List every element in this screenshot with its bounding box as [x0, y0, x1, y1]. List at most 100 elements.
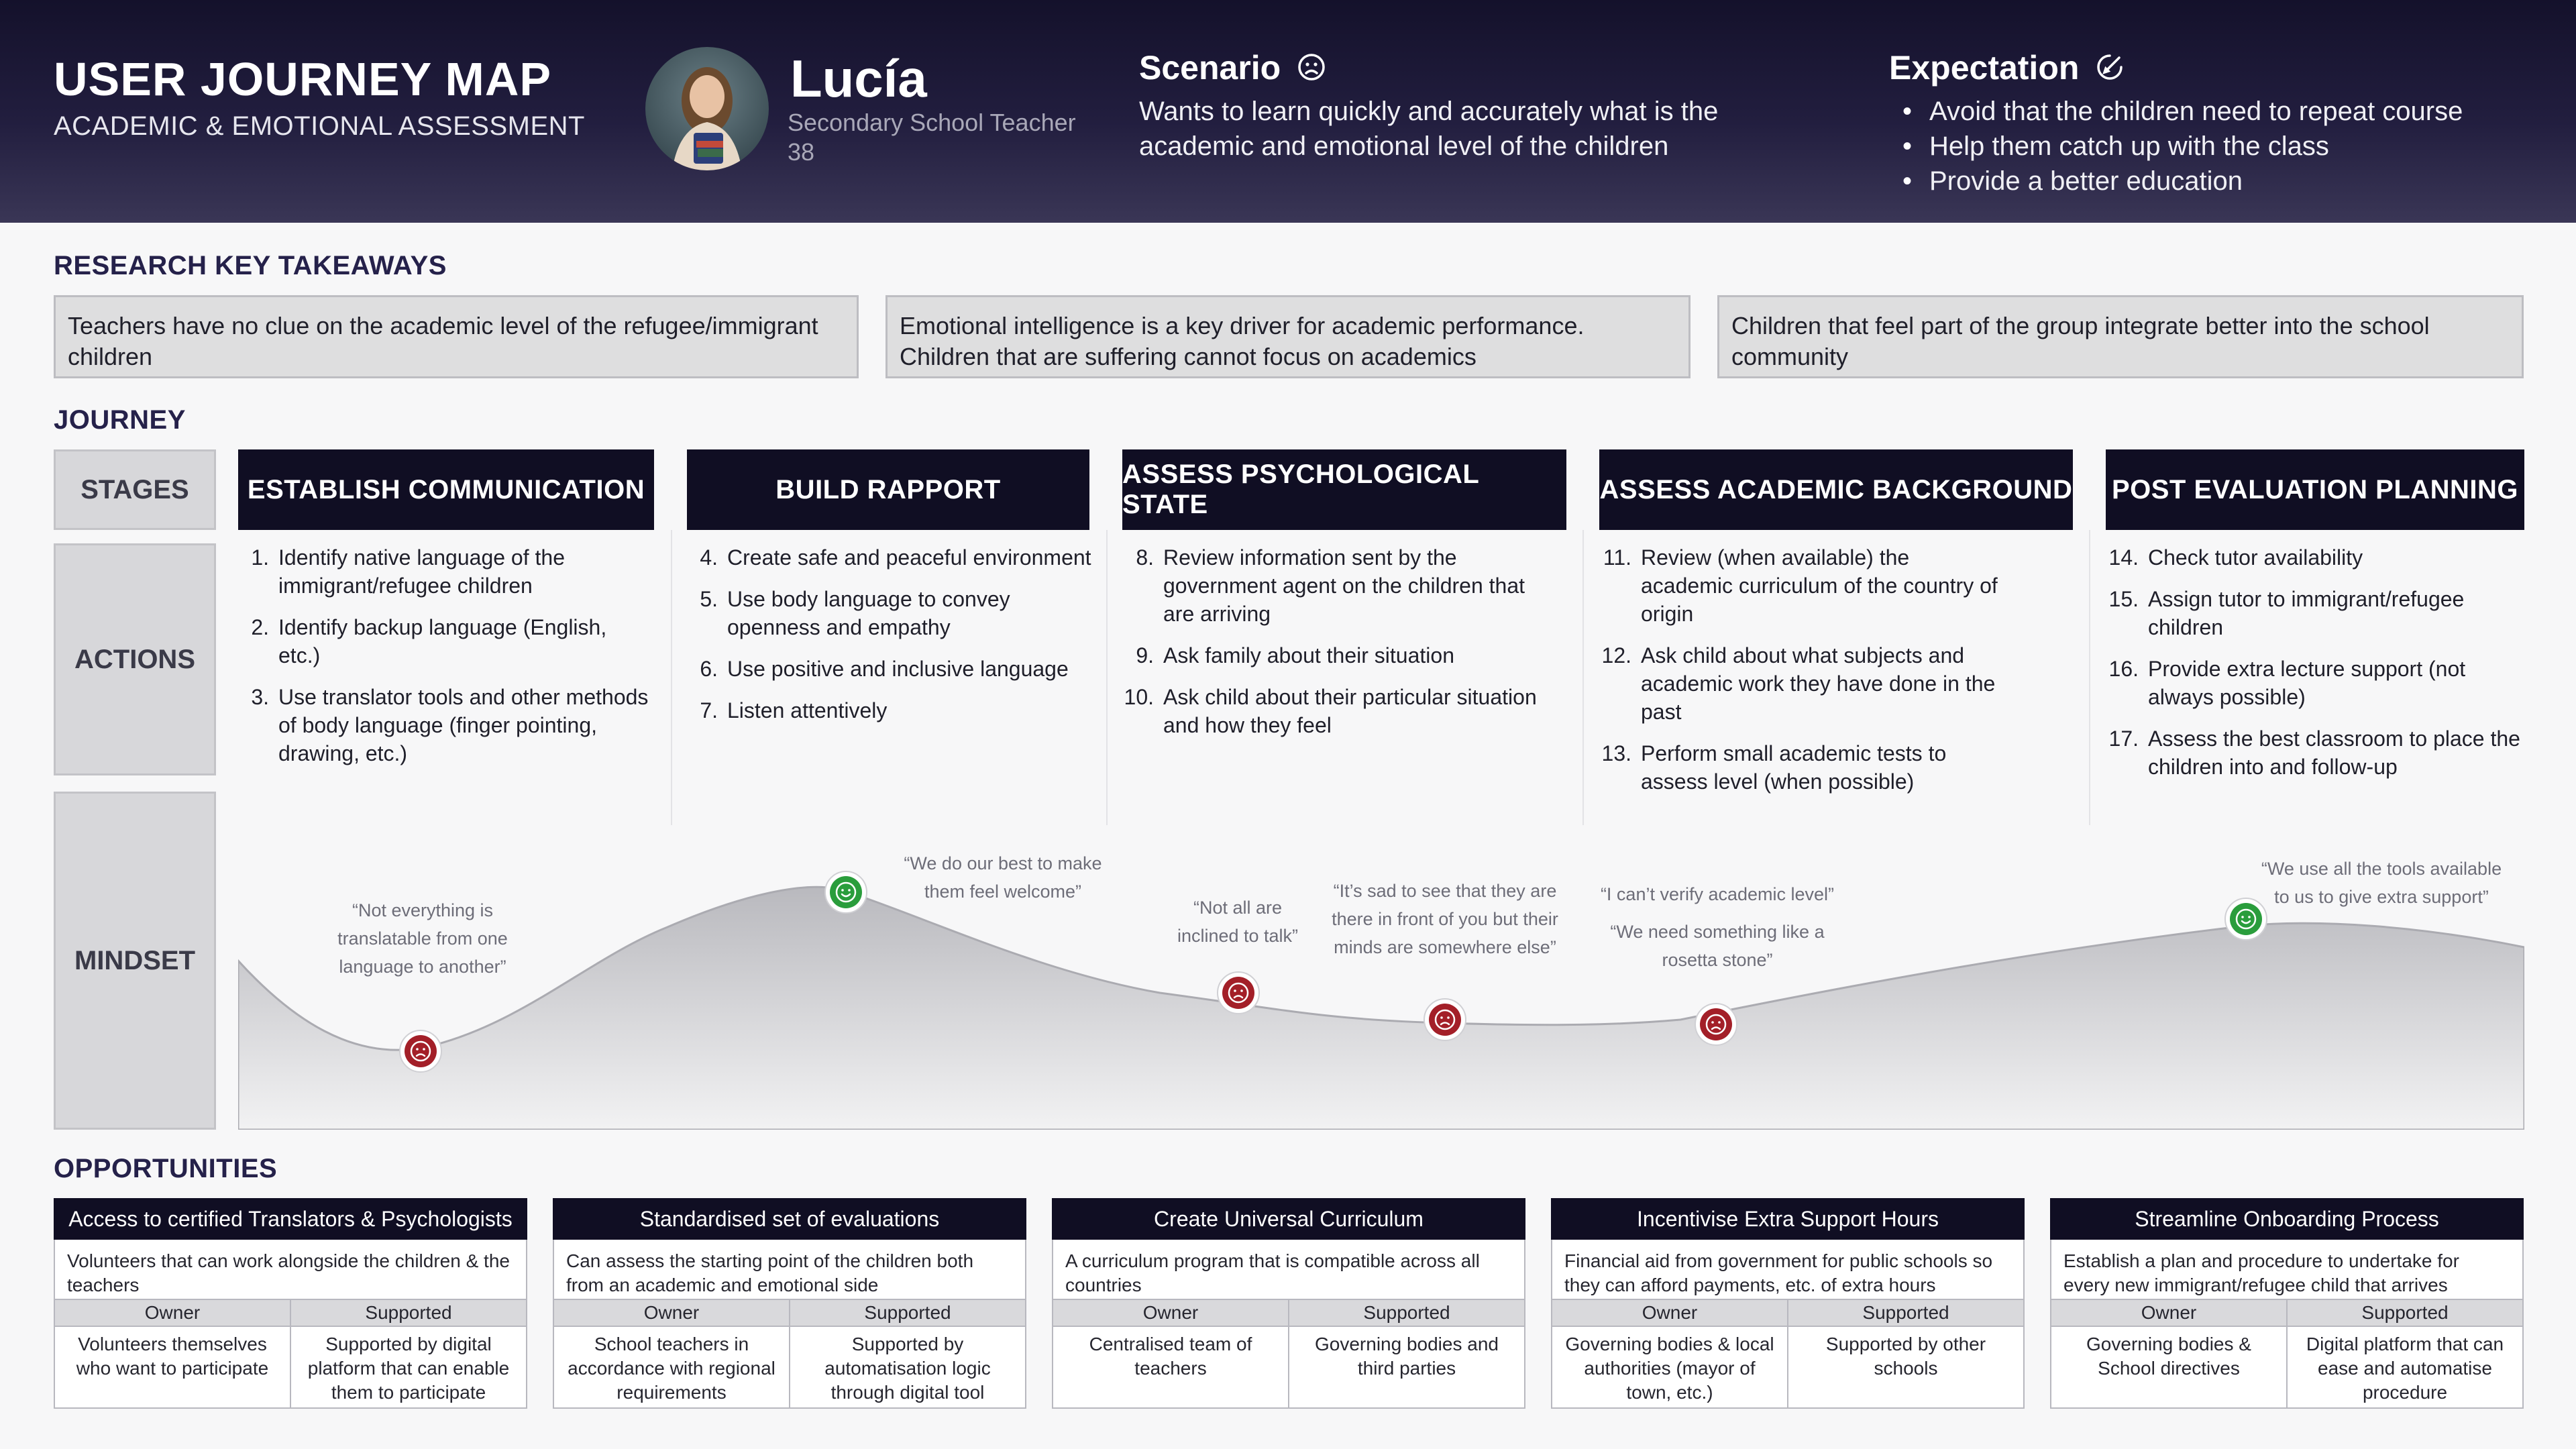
opportunity-title: Streamline Onboarding Process — [2050, 1198, 2524, 1240]
expectation-item: Help them catch up with the class — [1902, 129, 2463, 164]
action-item: 13. Perform small academic tests to asses… — [1591, 739, 2007, 796]
expectation-heading: Expectation — [1889, 48, 2125, 87]
action-text: Use body language to convey openness and… — [727, 587, 1010, 639]
expectation-title: Expectation — [1889, 49, 2080, 87]
stage-establish-communication: ESTABLISH COMMUNICATION — [238, 449, 654, 530]
opportunity-card: Standardised set of evaluations Can asse… — [553, 1198, 1026, 1409]
action-item: 6.Use positive and inclusive language — [687, 655, 1104, 683]
opportunity-title: Incentivise Extra Support Hours — [1551, 1198, 2025, 1240]
action-number: 3. — [251, 685, 269, 709]
action-number: 17. — [2108, 727, 2139, 751]
action-item: 14.Check tutor availability — [2098, 543, 2522, 572]
column-divider — [2089, 530, 2090, 825]
action-number: 7. — [700, 698, 718, 722]
mindset-marker-negative — [1217, 971, 1260, 1014]
action-number: 12. — [1601, 643, 1631, 667]
persona-role: Secondary School Teacher — [788, 109, 1076, 136]
owner-header: Owner — [2051, 1300, 2286, 1327]
opportunity-card: Streamline Onboarding Process Establish … — [2050, 1198, 2524, 1409]
takeaway-card: Teachers have no clue on the academic le… — [54, 295, 859, 378]
owner-header: Owner — [55, 1300, 290, 1327]
row-label-mindset: MINDSET — [54, 792, 216, 1130]
row-label-stages: STAGES — [54, 449, 216, 530]
mindset-marker-negative — [1424, 998, 1466, 1041]
opportunities-heading: OPPORTUNITIES — [54, 1154, 278, 1183]
action-item: 12.Ask child about what subjects and aca… — [1591, 641, 2007, 726]
supported-value: Governing bodies and third parties — [1289, 1327, 1524, 1407]
action-text: Perform small academic tests to assess l… — [1641, 741, 1947, 794]
column-divider — [1106, 530, 1108, 825]
owner-value: Governing bodies & School directives — [2051, 1327, 2286, 1407]
opportunity-description: Volunteers that can work alongside the c… — [54, 1240, 527, 1300]
takeaways-heading: RESEARCH KEY TAKEAWAYS — [54, 251, 447, 280]
scenario-heading: Scenario — [1139, 48, 1326, 87]
opportunity-description: Financial aid from government for public… — [1551, 1240, 2025, 1300]
action-text: Identify backup language (English, etc.) — [278, 615, 607, 667]
action-text: Use translator tools and other methods o… — [278, 685, 649, 765]
persona-age: 38 — [788, 138, 815, 166]
edit-check-icon — [2097, 54, 2123, 80]
action-number: 13. — [1601, 741, 1631, 765]
persona-photo-icon — [672, 67, 742, 170]
supported-header: Supported — [2288, 1300, 2522, 1327]
owner-value: Volunteers themselves who want to partic… — [55, 1327, 290, 1407]
supported-header: Supported — [1289, 1300, 1524, 1327]
persona-avatar — [645, 47, 769, 170]
mindset-quote: “Not all are inclined to talk” — [1177, 898, 1299, 946]
expectation-item: Provide a better education — [1902, 164, 2463, 199]
action-item: 3. Use translator tools and other methods… — [238, 683, 654, 767]
takeaway-card: Emotional intelligence is a key driver f… — [885, 295, 1690, 378]
action-number: 14. — [2108, 545, 2139, 570]
opportunity-description: Can assess the starting point of the chi… — [553, 1240, 1026, 1300]
action-item: 10.Ask child about their particular situ… — [1114, 683, 1556, 739]
actions-list: 11.Review (when available) the academic … — [1591, 543, 2007, 809]
opportunity-description: A curriculum program that is compatible … — [1052, 1240, 1525, 1300]
page-subtitle: ACADEMIC & EMOTIONAL ASSESSMENT — [54, 111, 585, 141]
action-item: 1.Identify native language of the immigr… — [238, 543, 654, 600]
action-text: Review (when available) the academic cur… — [1641, 545, 1998, 626]
action-text: Ask family about their situation — [1163, 643, 1454, 667]
scenario-text: Wants to learn quickly and accurately wh… — [1139, 97, 1719, 161]
row-label-actions: ACTIONS — [54, 543, 216, 775]
opportunity-description: Establish a plan and procedure to undert… — [2050, 1240, 2524, 1300]
supported-value: Supported by automatisation logic throug… — [790, 1327, 1025, 1407]
mindset-quote: “We use all the tools available to us to… — [2261, 859, 2502, 907]
supported-header: Supported — [790, 1300, 1025, 1327]
action-number: 8. — [1136, 545, 1154, 570]
sad-face-icon — [1298, 54, 1325, 80]
mindset-quote: “We need something like a rosetta stone” — [1610, 922, 1825, 970]
stage-assess-psychological-state: ASSESS PSYCHOLOGICAL STATE — [1122, 449, 1566, 530]
takeaway-card: Children that feel part of the group int… — [1717, 295, 2524, 378]
expectation-list: Avoid that the children need to repeat c… — [1902, 94, 2463, 199]
mindset-area: “Not everything is translatable from one… — [238, 792, 2524, 1130]
supported-header: Supported — [1788, 1300, 2023, 1327]
column-divider — [1582, 530, 1584, 825]
action-text: Use positive and inclusive language — [727, 657, 1069, 681]
action-number: 1. — [251, 545, 269, 570]
action-item: 17.Assess the best classroom to place th… — [2098, 724, 2522, 781]
actions-list: 1.Identify native language of the immigr… — [238, 543, 654, 781]
action-number: 5. — [700, 587, 718, 611]
action-item: 7. Listen attentively — [687, 696, 1104, 724]
action-item: 8. Review information sent by the governm… — [1114, 543, 1556, 628]
supported-value: Supported by digital platform that can e… — [291, 1327, 526, 1407]
header: USER JOURNEY MAP ACADEMIC & EMOTIONAL AS… — [0, 0, 2576, 223]
owner-header: Owner — [1053, 1300, 1288, 1327]
action-item: 11.Review (when available) the academic … — [1591, 543, 2007, 628]
mindset-quote: “It’s sad to see that they are there in … — [1332, 881, 1558, 957]
column-divider — [671, 530, 672, 825]
action-item: 4.Create safe and peaceful environment — [687, 543, 1104, 572]
action-text: Listen attentively — [727, 698, 888, 722]
mindset-quote: “I can’t verify academic level” — [1600, 884, 1835, 904]
action-text: Review information sent by the governmen… — [1163, 545, 1525, 626]
owner-value: School teachers in accordance with regio… — [554, 1327, 789, 1407]
action-number: 10. — [1124, 685, 1154, 709]
